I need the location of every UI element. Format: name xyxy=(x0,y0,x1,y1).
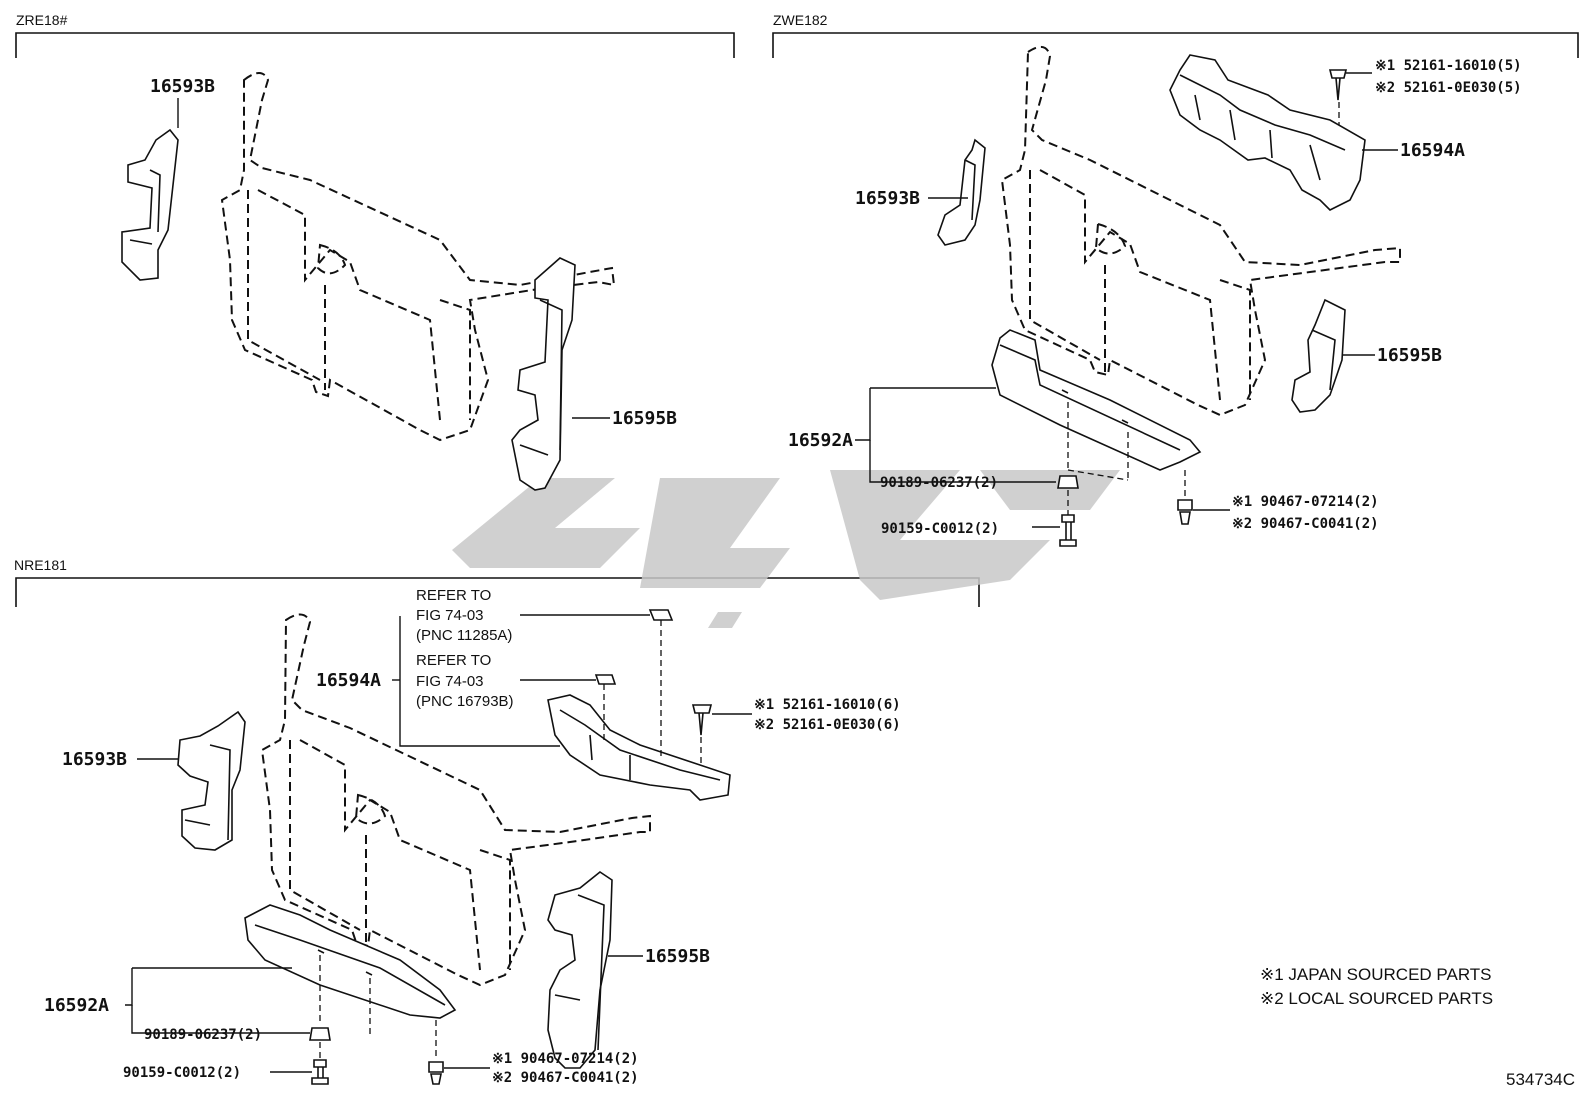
legend-note-2: ※2 LOCAL SOURCED PARTS xyxy=(1260,989,1493,1008)
upper-seal-nre-16594a xyxy=(547,694,731,801)
radiator-support-zre xyxy=(220,72,616,442)
watermark-logo xyxy=(452,470,1120,628)
part-label-zwe-nut: 90189-06237(2) xyxy=(880,475,998,491)
part-label-nre-16593b: 16593B xyxy=(62,749,127,770)
refer-text-a3: (PNC 11285A) xyxy=(416,627,512,644)
section-bracket-nre xyxy=(15,577,980,607)
section-bracket-zwe xyxy=(772,32,1579,58)
part-label-nre-16592a: 16592A xyxy=(44,995,109,1016)
part-label-nre-16594a: 16594A xyxy=(316,670,381,691)
part-label-nre-nut: 90189-06237(2) xyxy=(144,1027,262,1043)
section-title-nre: NRE181 xyxy=(14,557,67,573)
part-label-nre-bolt: 90159-C0012(2) xyxy=(123,1065,241,1081)
lower-seal-nre-16592a xyxy=(244,904,457,1019)
clip-zwe xyxy=(1328,69,1348,101)
screw-zwe xyxy=(1177,499,1193,525)
part-label-zwe-16593b: 16593B xyxy=(855,188,920,209)
part-label-zre-16595b: 16595B xyxy=(612,408,677,429)
radiator-support-nre xyxy=(260,613,651,987)
nut-nre xyxy=(309,1027,331,1041)
section-bracket-zre xyxy=(15,32,735,58)
refer-part-b xyxy=(594,674,617,685)
radiator-support-zwe xyxy=(1000,45,1401,417)
part-label-nre-clip1: ※1 52161-16010(6) xyxy=(754,697,901,713)
part-label-zwe-screw2: ※2 90467-C0041(2) xyxy=(1232,516,1379,532)
side-guide-right-zre-16595b xyxy=(511,257,576,491)
part-label-zwe-16592a: 16592A xyxy=(788,430,853,451)
part-label-zwe-clip1: ※1 52161-16010(5) xyxy=(1375,58,1522,74)
part-label-zwe-screw1: ※1 90467-07214(2) xyxy=(1232,494,1379,510)
side-guide-left-zwe-16593b xyxy=(937,138,986,246)
side-guide-left-zre-16593b xyxy=(121,128,179,281)
side-guide-right-nre-16595b xyxy=(547,871,613,1069)
part-label-zwe-16594a: 16594A xyxy=(1400,140,1465,161)
part-label-nre-clip2: ※2 52161-0E030(6) xyxy=(754,717,901,733)
part-label-nre-screw2: ※2 90467-C0041(2) xyxy=(492,1070,639,1086)
refer-text-a2: FIG 74-03 xyxy=(416,607,484,624)
nut-zwe xyxy=(1057,475,1079,489)
section-title-zwe: ZWE182 xyxy=(773,12,828,28)
section-title-zre: ZRE18# xyxy=(16,12,68,28)
part-label-zwe-bolt: 90159-C0012(2) xyxy=(881,521,999,537)
part-label-zwe-clip2: ※2 52161-0E030(5) xyxy=(1375,80,1522,96)
part-label-nre-16595b: 16595B xyxy=(645,946,710,967)
side-guide-right-zwe-16595b xyxy=(1291,298,1346,413)
screw-nre xyxy=(428,1061,444,1085)
legend-note-1: ※1 JAPAN SOURCED PARTS xyxy=(1260,965,1492,984)
refer-text-b1: REFER TO xyxy=(416,652,491,669)
part-label-zwe-16595b: 16595B xyxy=(1377,345,1442,366)
lower-seal-zwe-16592a xyxy=(991,329,1202,471)
refer-text-b3: (PNC 16793B) xyxy=(416,693,514,710)
upper-seal-zwe-16594a xyxy=(1169,54,1366,211)
part-label-nre-screw1: ※1 90467-07214(2) xyxy=(492,1051,639,1067)
figure-id: 534734C xyxy=(1506,1070,1575,1089)
refer-text-b2: FIG 74-03 xyxy=(416,673,484,690)
refer-box-nre xyxy=(399,616,560,747)
bolt-zwe xyxy=(1059,514,1077,547)
bolt-nre xyxy=(311,1059,329,1085)
refer-text-a1: REFER TO xyxy=(416,587,491,604)
clip-nre xyxy=(691,704,713,736)
refer-part-a xyxy=(648,609,674,621)
side-guide-left-nre-16593b xyxy=(177,710,246,851)
part-label-zre-16593b: 16593B xyxy=(150,76,215,97)
